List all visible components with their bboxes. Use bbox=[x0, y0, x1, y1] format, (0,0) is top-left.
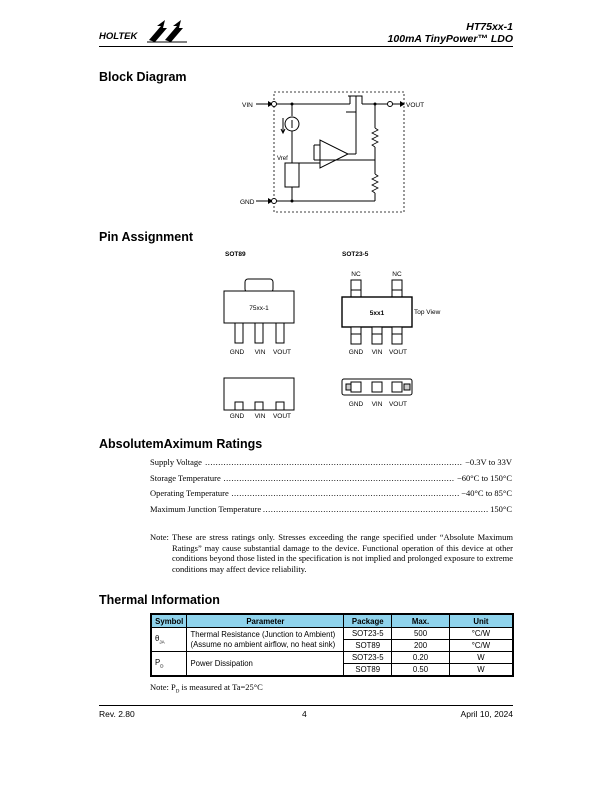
sot235-pin-nc1: NC bbox=[351, 271, 361, 278]
sot89-marking: 75xx-1 bbox=[249, 305, 269, 312]
thermal-table: Symbol Parameter Package Max. Unit θJA T… bbox=[150, 613, 514, 677]
sot89-pin-vin: VIN bbox=[255, 349, 266, 356]
max-cell: 200 bbox=[391, 639, 450, 652]
vin-label: VIN bbox=[242, 102, 253, 109]
rating-label: Storage Temperature bbox=[150, 473, 223, 483]
sot89-back-pin-vin: VIN bbox=[255, 413, 266, 420]
part-number: HT75xx-1 bbox=[466, 21, 513, 33]
unit-cell: W bbox=[448, 651, 514, 664]
footer-page: 4 bbox=[302, 709, 307, 719]
sot89-back-pin-gnd: GND bbox=[230, 413, 245, 420]
thermal-heading: Thermal Information bbox=[99, 593, 220, 607]
table-row: SOT89 0.50 W bbox=[151, 663, 514, 677]
table-row: PD Power Dissipation SOT23-5 0.20 W bbox=[150, 651, 514, 677]
col-unit: Unit bbox=[448, 613, 514, 628]
sot89-back-pin-vout: VOUT bbox=[273, 413, 291, 420]
col-package: Package bbox=[343, 613, 393, 628]
pd-param-cell: Power Dissipation bbox=[186, 651, 345, 677]
sot235-pin-vin: VIN bbox=[372, 349, 383, 356]
holtek-logo: HOLTEK bbox=[99, 20, 187, 43]
footer-rule bbox=[99, 705, 513, 706]
rating-value: −40°C to 85°C bbox=[459, 488, 512, 498]
rating-value: 150°C bbox=[488, 504, 512, 514]
footer-rev: Rev. 2.80 bbox=[99, 709, 135, 719]
package-cell: SOT23-5 bbox=[343, 627, 393, 640]
package-cell: SOT23-5 bbox=[343, 651, 393, 664]
sot235-pin-nc2: NC bbox=[392, 271, 402, 278]
rating-row: Storage Temperature ....................… bbox=[150, 473, 512, 483]
unit-cell: °C/W bbox=[448, 639, 514, 652]
sot89-pin-gnd: GND bbox=[230, 349, 245, 356]
rating-row: Supply Voltage .........................… bbox=[150, 457, 512, 467]
sot89-pin-vout: VOUT bbox=[273, 349, 291, 356]
max-cell: 0.20 bbox=[391, 651, 450, 664]
package-cell: SOT89 bbox=[343, 639, 393, 652]
table-row: θJA Thermal Resistance (Junction to Ambi… bbox=[150, 627, 514, 652]
sot235-pin-gnd: GND bbox=[349, 349, 364, 356]
package-cell: SOT89 bbox=[343, 663, 393, 677]
sot235-side-pin-gnd: GND bbox=[349, 401, 364, 408]
sot235-title: SOT23-5 bbox=[342, 251, 369, 258]
max-cell: 500 bbox=[391, 627, 450, 640]
rating-label: Supply Voltage bbox=[150, 457, 204, 467]
max-cell: 0.50 bbox=[391, 663, 450, 677]
theta-symbol-cell: θJA bbox=[150, 627, 188, 652]
abs-note-text: These are stress ratings only. Stresses … bbox=[172, 532, 513, 574]
rating-label: Maximum Junction Temperature bbox=[150, 504, 264, 514]
sot235-pin-vout: VOUT bbox=[389, 349, 407, 356]
rating-row: Operating Temperature ..................… bbox=[150, 488, 512, 498]
block-diagram: VIN VOUT Vref GND bbox=[240, 91, 424, 213]
vref-label: Vref bbox=[277, 156, 288, 162]
sot235-side-pin-vin: VIN bbox=[372, 401, 383, 408]
rating-value: −60°C to 150°C bbox=[454, 473, 512, 483]
sot89-title: SOT89 bbox=[225, 251, 246, 258]
thermal-note: Note: PD is measured at Ta=25°C bbox=[150, 682, 263, 695]
col-parameter: Parameter bbox=[186, 613, 345, 628]
header-rule bbox=[99, 46, 513, 47]
col-max: Max. bbox=[391, 613, 450, 628]
abs-note-prefix: Note: bbox=[150, 532, 169, 542]
col-symbol: Symbol bbox=[150, 613, 188, 628]
sot235-side-pin-vout: VOUT bbox=[389, 401, 407, 408]
rating-label: Operating Temperature bbox=[150, 488, 231, 498]
sot235-top-view: Top View bbox=[414, 309, 441, 316]
abs-max-heading: AbsolutemAximum Ratings bbox=[99, 437, 263, 451]
footer-date: April 10, 2024 bbox=[460, 709, 513, 719]
block-diagram-heading: Block Diagram bbox=[99, 70, 187, 84]
pd-symbol-cell: PD bbox=[150, 651, 188, 677]
doc-title: 100mA TinyPower™ LDO bbox=[387, 33, 513, 45]
unit-cell: °C/W bbox=[448, 627, 514, 640]
theta-param-cell: Thermal Resistance (Junction to Ambient)… bbox=[186, 627, 345, 652]
vout-label: VOUT bbox=[406, 102, 424, 109]
rating-row: Maximum Junction Temperature ...........… bbox=[150, 504, 512, 514]
pin-assignment-heading: Pin Assignment bbox=[99, 230, 193, 244]
logo-text: HOLTEK bbox=[99, 31, 138, 42]
pin-diagrams: SOT89 75xx-1 GND VIN VOUT GND VIN VOUT S… bbox=[223, 251, 441, 420]
unit-cell: W bbox=[448, 663, 514, 677]
table-header-row: Symbol Parameter Package Max. Unit bbox=[150, 613, 514, 628]
sot235-marking: 5xx1 bbox=[370, 310, 385, 317]
rating-value: −0.3V to 33V bbox=[463, 457, 512, 467]
gnd-label: GND bbox=[240, 199, 255, 206]
